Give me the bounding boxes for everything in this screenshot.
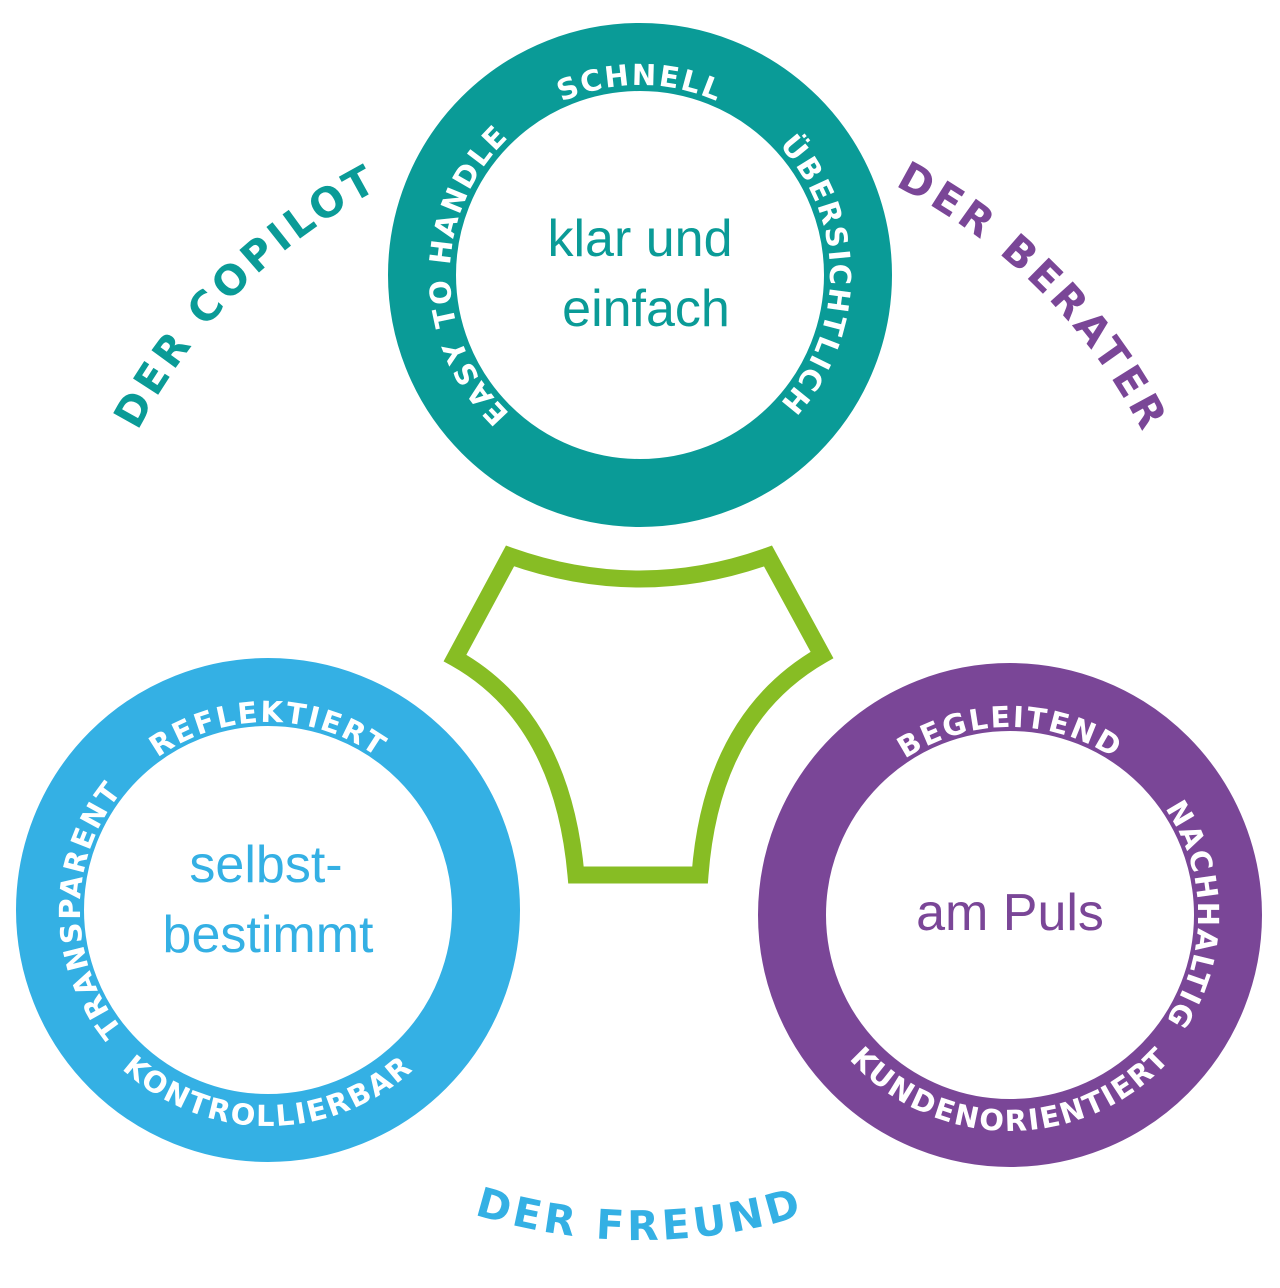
role-der-copilot: DER COPILOT <box>104 154 386 436</box>
circle-right: BEGLEITEND NACHHALTIG KUNDENORIENTIERT a… <box>758 663 1262 1167</box>
role-der-freund: DER FREUND <box>471 1178 808 1250</box>
center-text-line-2: einfach <box>562 280 730 338</box>
ring-top <box>388 23 892 527</box>
ring-right <box>758 663 1262 1167</box>
center-text-line-1: am Puls <box>916 884 1104 942</box>
center-text-line-2: bestimmt <box>163 906 374 964</box>
center-text-line-1: klar und <box>548 210 733 268</box>
ring-left <box>16 658 520 1162</box>
circle-top: SCHNELL EASY TO HANDLE ÜBERSICHTLICH kla… <box>388 23 892 527</box>
circle-left: REFLEKTIERT TRANSPARENT KONTROLLIERBAR s… <box>16 658 520 1162</box>
role-der-berater: DER BERATER <box>890 152 1178 440</box>
center-text-line-1: selbst- <box>189 836 342 894</box>
connector-shape <box>443 545 834 884</box>
